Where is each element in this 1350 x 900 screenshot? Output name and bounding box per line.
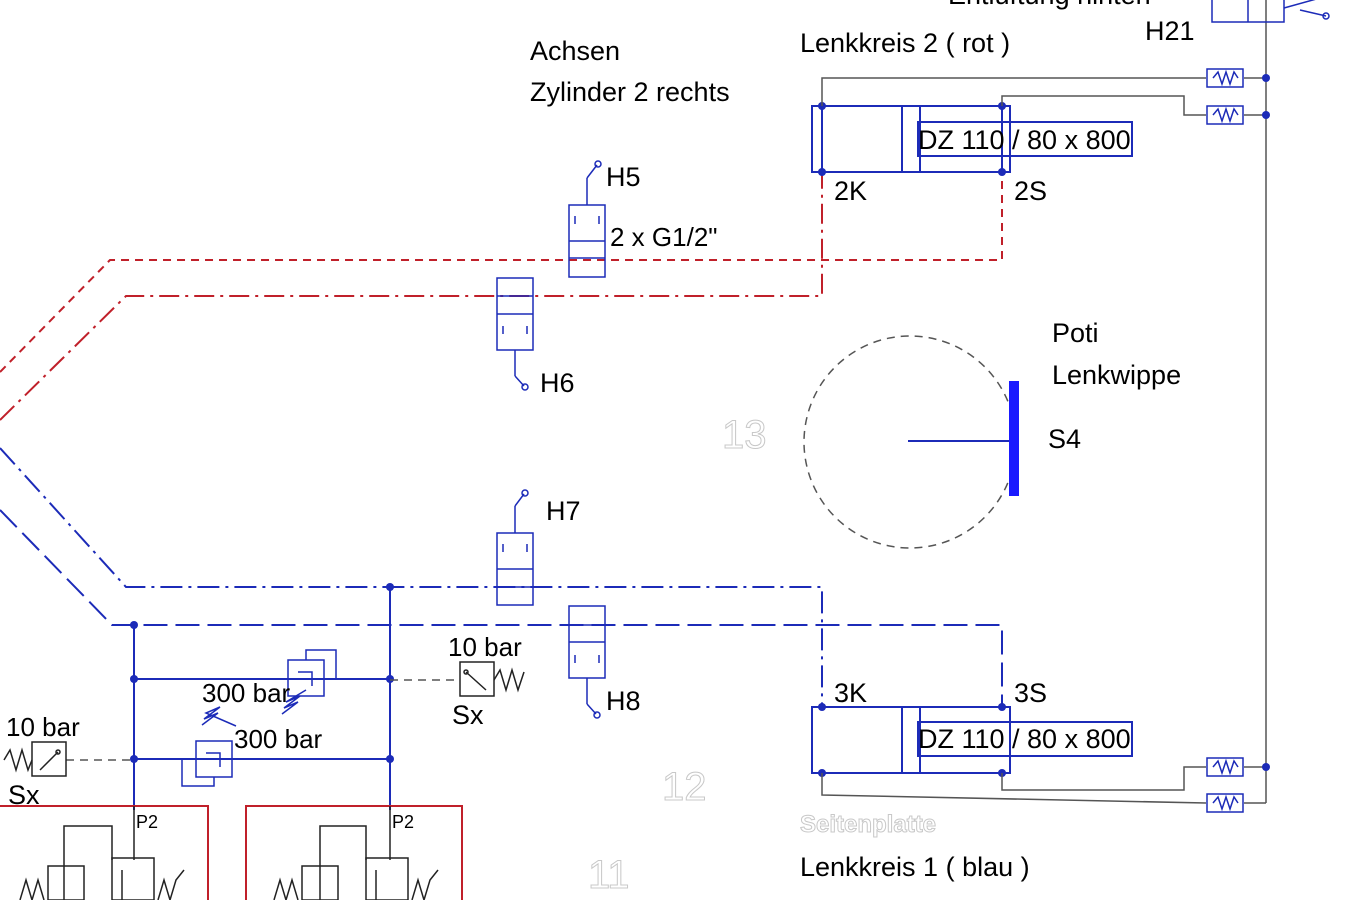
label-zylinder: Zylinder 2 rechts bbox=[530, 77, 730, 107]
label-pressure-300-b: 300 bar bbox=[234, 724, 323, 754]
red-circuit-lines bbox=[0, 172, 1003, 421]
label-port-2k: 2K bbox=[834, 176, 867, 206]
pump-block-right bbox=[245, 805, 463, 900]
label-area-13: 13 bbox=[722, 413, 767, 457]
cylinder-top-spec: DZ 110 / 80 x 800 bbox=[918, 125, 1131, 155]
label-lenkkreis-2: Lenkkreis 2 ( rot ) bbox=[800, 28, 1010, 58]
label-h7: H7 bbox=[546, 496, 581, 526]
label-poti: Poti bbox=[1052, 318, 1099, 348]
label-lenkkreis-1: Lenkkreis 1 ( blau ) bbox=[800, 852, 1030, 882]
label-seitenplatte: Seitenplatte bbox=[800, 811, 936, 838]
label-sx-a: Sx bbox=[452, 700, 484, 730]
label-h6: H6 bbox=[540, 368, 575, 398]
label-achsen: Achsen bbox=[530, 36, 620, 66]
ball-valve-h5 bbox=[568, 160, 606, 278]
poti-bar bbox=[1009, 381, 1019, 496]
label-area-11: 11 bbox=[588, 853, 630, 897]
valve-h21-icon bbox=[1211, 0, 1330, 23]
pressure-relief-block bbox=[3, 583, 525, 810]
label-pressure-10-a: 10 bar bbox=[448, 632, 522, 662]
check-valve-icon bbox=[1206, 793, 1244, 813]
cylinder-top: DZ 110 / 80 x 800 bbox=[811, 102, 1133, 176]
label-h5: H5 bbox=[606, 162, 641, 192]
check-valve-icon bbox=[1206, 105, 1244, 125]
ball-valve-h8 bbox=[568, 605, 606, 719]
label-area-12: 12 bbox=[662, 765, 707, 809]
label-fitting: 2 x G1/2" bbox=[610, 222, 718, 252]
label-pressure-10-b: 10 bar bbox=[6, 712, 80, 742]
bleed-lines bbox=[821, 0, 1330, 813]
label-lenkwippe: Lenkwippe bbox=[1052, 360, 1181, 390]
label-p2-b: P2 bbox=[392, 812, 414, 832]
label-port-2s: 2S bbox=[1014, 176, 1047, 206]
check-valve-icon bbox=[1206, 68, 1244, 88]
ball-valve-h7 bbox=[496, 489, 534, 606]
pump-block-left bbox=[0, 805, 209, 900]
label-h21: H21 bbox=[1145, 16, 1195, 46]
label-port-3k: 3K bbox=[834, 678, 867, 708]
poti-lenkwippe bbox=[803, 335, 1019, 549]
ball-valve-h6 bbox=[496, 277, 534, 391]
cylinder-bottom-spec: DZ 110 / 80 x 800 bbox=[918, 724, 1131, 754]
label-port-3s: 3S bbox=[1014, 678, 1047, 708]
cylinder-bottom: DZ 110 / 80 x 800 bbox=[811, 703, 1133, 777]
label-pressure-300-a: 300 bar bbox=[202, 678, 291, 708]
label-sx-b: Sx bbox=[8, 780, 40, 810]
blue-circuit-lines bbox=[0, 447, 1003, 707]
label-p2-a: P2 bbox=[136, 812, 158, 832]
check-valve-icon bbox=[1206, 757, 1244, 777]
label-entlueftung: Entlüftung hinten bbox=[948, 0, 1151, 10]
label-s4: S4 bbox=[1048, 424, 1081, 454]
label-h8: H8 bbox=[606, 686, 641, 716]
